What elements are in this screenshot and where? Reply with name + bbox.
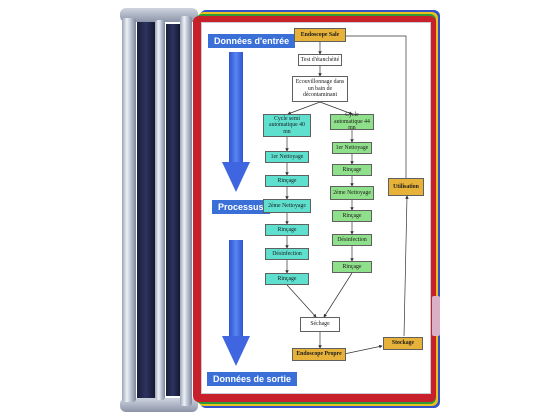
box-dirty-endoscope: Endoscope Sale (294, 28, 346, 42)
box-left-clean-2: 2ème Nettoyage (263, 199, 311, 213)
box-left-rinse-1: Rinçage (265, 175, 309, 187)
box-left-clean-1: 1er Nettoyage (265, 151, 309, 163)
box-right-rinse-2: Rinçage (332, 210, 372, 222)
stand-rail-left (122, 18, 136, 402)
label-input-data: Données d'entrée (208, 34, 296, 48)
box-left-rinse-3: Rinçage (265, 273, 309, 285)
box-right-clean-1: 1er Nettoyage (332, 142, 372, 154)
stand-panel-edge-2 (166, 24, 180, 396)
box-leak-test: Test d'étanchéité (298, 54, 342, 66)
box-cycle-auto: Cycle automatique 44 mn (330, 112, 374, 131)
box-utilisation: Utilisation (388, 178, 424, 196)
big-arrow-input (222, 52, 250, 192)
box-clean-endoscope: Endoscope Propre (292, 348, 346, 361)
box-cycle-semi-auto: Cycle semi automatique 40 mn (263, 114, 311, 137)
box-right-rinse-3: Rinçage (332, 261, 372, 273)
stand-top-cap (120, 8, 198, 22)
box-right-rinse-1: Rinçage (332, 164, 372, 176)
box-left-rinse-2: Rinçage (265, 224, 309, 236)
box-drying: Séchage (300, 317, 340, 332)
big-arrow-output (222, 240, 250, 366)
box-right-disinfection: Désinfection (332, 234, 372, 246)
label-process: Processus (212, 200, 270, 214)
stand-panel-edge-1 (137, 22, 155, 398)
stand-bottom-cap (120, 398, 198, 412)
label-output-data: Données de sortie (207, 372, 298, 386)
stand-rail-middle (155, 20, 165, 400)
pocket-tab (432, 296, 440, 336)
box-storage: Stockage (383, 337, 423, 350)
box-right-clean-2: 2ème Nettoyage (330, 186, 374, 200)
box-soak: Ecouvillonnage dans un bain de décontami… (292, 76, 348, 102)
box-left-disinfection: Désinfection (265, 248, 309, 260)
stand-rail-right (180, 16, 192, 406)
